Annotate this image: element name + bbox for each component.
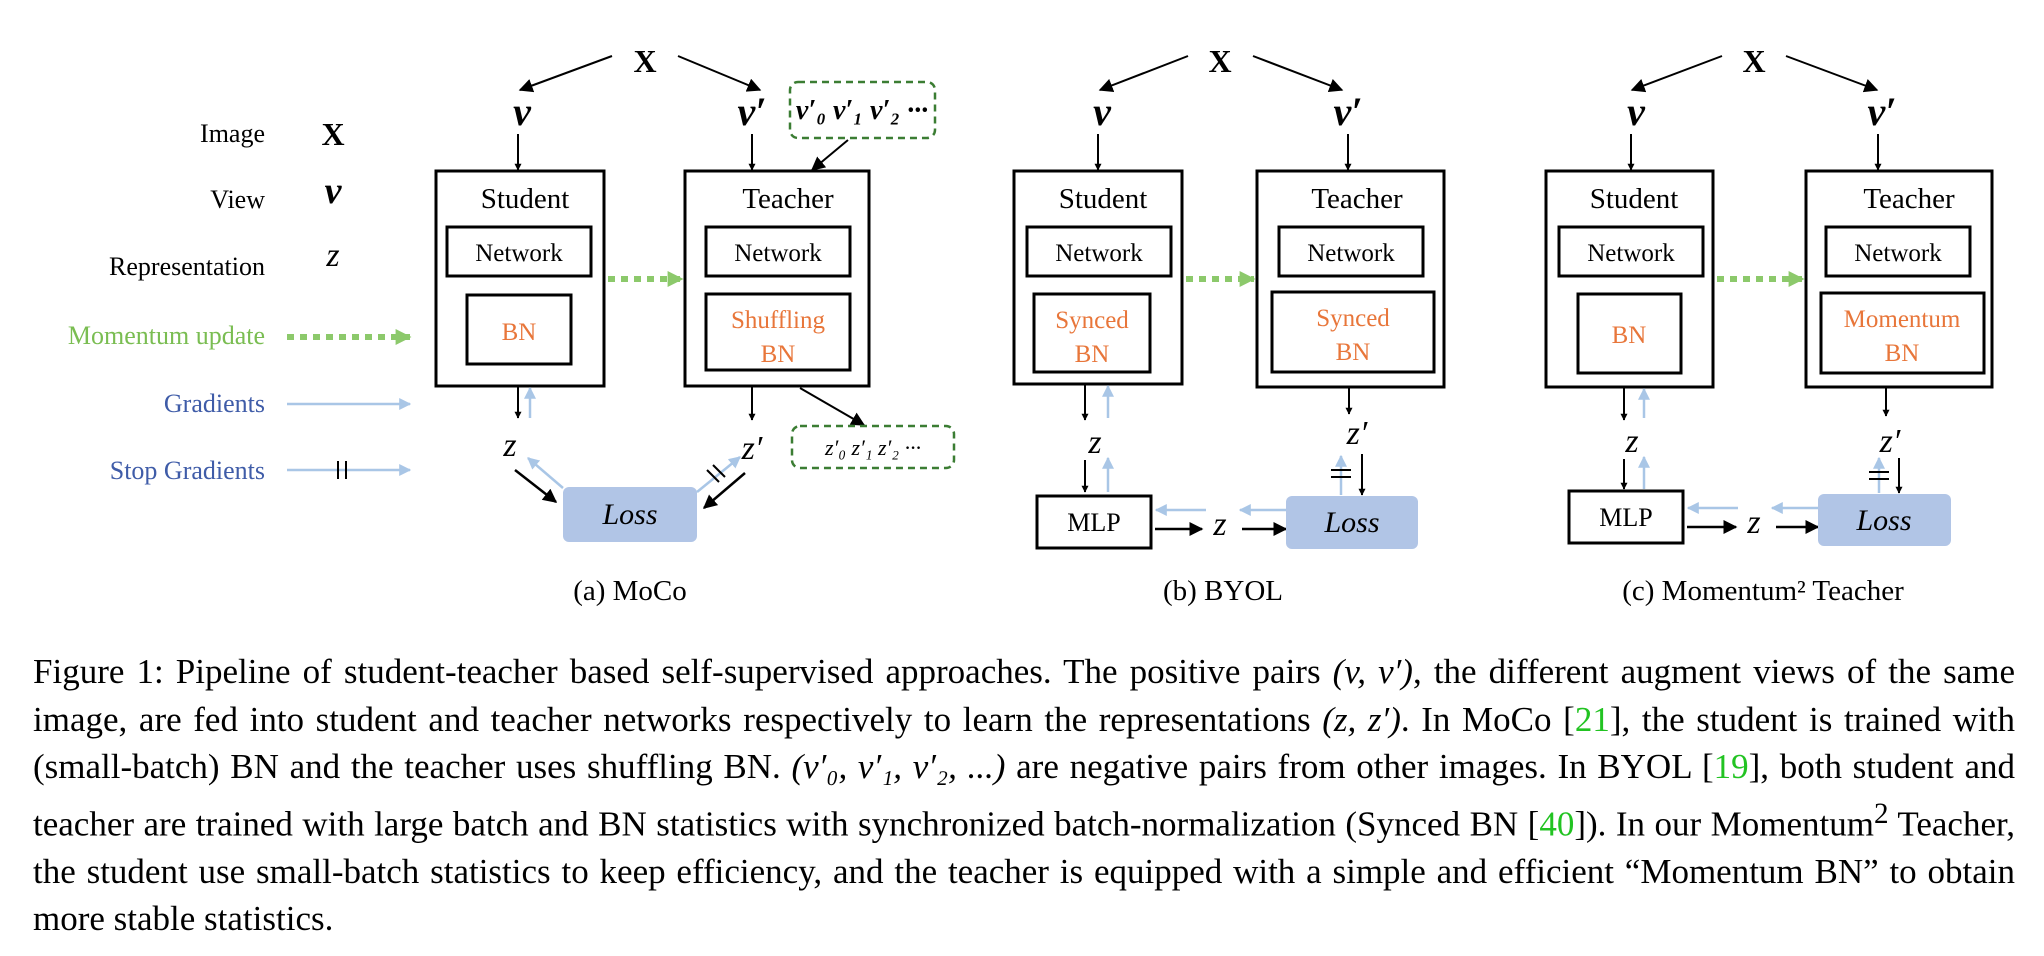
- moco-negative-reps: z′₀ z′₁ z′₂ ···: [824, 435, 921, 460]
- byol-teacher-network: [1277, 225, 1425, 278]
- byol-view-v: v: [1093, 89, 1112, 134]
- caption-superscript: 2: [1873, 797, 1889, 830]
- m2t-teacher-bn: [1819, 291, 1986, 375]
- byol-student-network-label: Network: [1055, 240, 1143, 267]
- m2t-teacher-bn-line2: BN: [1885, 340, 1920, 367]
- moco-z: z: [502, 427, 516, 464]
- m2t-student-bn: [1576, 292, 1683, 375]
- byol-input-x: X: [1208, 43, 1231, 79]
- caption-ref-moco[interactable]: 21: [1574, 699, 1610, 739]
- caption-math-negative-pairs: (v′₀, v′₁, v′₂, ...): [791, 747, 1006, 786]
- moco-negative-reps-box: [790, 424, 956, 470]
- byol-loss-label: Loss: [1323, 506, 1379, 539]
- moco-teacher-title: Teacher: [742, 183, 834, 215]
- m2t-subcaption: (c) Momentum² Teacher: [1622, 575, 1904, 607]
- m2t-mlp: [1567, 489, 1685, 545]
- caption-math-positive-pair: (v, v′): [1332, 652, 1413, 691]
- m2t-student-bn-label: BN: [1612, 322, 1647, 349]
- byol-student-bn-line2: BN: [1075, 341, 1110, 368]
- m2t-student-network: [1557, 225, 1705, 278]
- m2t-input-x: X: [1742, 43, 1765, 79]
- byol-teacher-network-label: Network: [1307, 240, 1395, 267]
- legend-image-label: Image: [200, 119, 265, 148]
- moco-student-title: Student: [481, 183, 570, 215]
- m2t-loss: [1818, 494, 1951, 546]
- caption-text-7: ]). In our Momentum: [1574, 804, 1874, 844]
- panel-byol: X v v′ Student Network Synced BN Teacher…: [1012, 43, 1446, 607]
- byol-z-mlp: z: [1212, 506, 1226, 543]
- figure-diagram: Image X View v Representation z Momentum…: [68, 43, 1994, 607]
- legend-representation-label: Representation: [109, 252, 265, 281]
- moco-negatives-box: [788, 80, 937, 140]
- legend-gradients-label: Gradients: [164, 389, 265, 418]
- caption-text-2: , the different augment views of the sam…: [33, 652, 2015, 739]
- m2t-student-title: Student: [1590, 183, 1679, 215]
- moco-student-network-label: Network: [475, 240, 563, 267]
- m2t-z-student: z: [1624, 423, 1638, 460]
- caption-text-8: Teacher, the student use small-batch sta…: [33, 804, 2015, 939]
- caption-ref-byol[interactable]: 19: [1713, 747, 1749, 786]
- moco-view-v-prime: v′: [737, 89, 766, 134]
- caption-text-5: are negative pairs from other images. In…: [1005, 747, 1714, 786]
- moco-view-v: v: [513, 89, 532, 134]
- moco-teacher-bn-line2: BN: [761, 341, 796, 368]
- moco-teacher-bn-line1: Shuffling: [731, 307, 825, 334]
- moco-input-x: X: [633, 43, 656, 79]
- moco-teacher-bn: [704, 292, 852, 372]
- panel-moco: X v v′ v′₀ v′₁ v′₂ ··· Student Network B…: [434, 43, 956, 607]
- m2t-view-v: v: [1627, 89, 1646, 134]
- m2t-teacher-title: Teacher: [1863, 183, 1955, 215]
- byol-view-v-prime: v′: [1333, 89, 1362, 134]
- m2t-student-network-label: Network: [1587, 240, 1675, 267]
- byol-student-bn-line1: Synced: [1055, 307, 1129, 334]
- moco-student-bn: [465, 293, 573, 366]
- legend-view-symbol: v: [325, 170, 343, 212]
- byol-student-title: Student: [1059, 183, 1148, 215]
- moco-negative-views: v′₀ v′₁ v′₂ ···: [796, 95, 928, 126]
- moco-z-prime: z′: [741, 430, 763, 467]
- caption-text-6: ], both student and teacher are trained …: [33, 747, 2015, 844]
- caption-ref-synced-bn[interactable]: 40: [1539, 804, 1575, 844]
- byol-student-bn: [1032, 292, 1152, 374]
- legend-view-label: View: [210, 185, 265, 214]
- moco-loss-label: Loss: [601, 498, 657, 531]
- legend-momentum-label: Momentum update: [68, 321, 265, 350]
- m2t-teacher-network-label: Network: [1854, 240, 1942, 267]
- caption-text-4: ], the student is trained with (small-ba…: [33, 699, 2016, 787]
- byol-teacher-title: Teacher: [1311, 183, 1403, 215]
- moco-loss: [563, 487, 697, 542]
- byol-mlp-label: MLP: [1067, 508, 1120, 537]
- panel-momentum2-teacher: X v v′ Student Network BN Teacher Networ…: [1544, 43, 1994, 607]
- caption-math-representations: (z, z′): [1322, 699, 1401, 739]
- m2t-teacher-network: [1824, 225, 1972, 278]
- moco-student-network: [445, 225, 593, 278]
- moco-teacher-network: [704, 225, 852, 278]
- moco-subcaption: (a) MoCo: [573, 575, 687, 607]
- byol-student-network: [1025, 225, 1173, 278]
- m2t-z-mlp: z: [1746, 504, 1760, 541]
- byol-teacher-bn-line1: Synced: [1316, 305, 1390, 332]
- byol-subcaption: (b) BYOL: [1163, 575, 1283, 607]
- m2t-loss-label: Loss: [1855, 504, 1911, 537]
- m2t-z-prime: z′: [1879, 423, 1901, 460]
- moco-teacher-network-label: Network: [734, 240, 822, 267]
- legend: Image X View v Representation z Momentum…: [68, 116, 412, 485]
- byol-teacher-bn-line2: BN: [1336, 339, 1371, 366]
- byol-loss: [1286, 496, 1418, 549]
- m2t-mlp-label: MLP: [1599, 503, 1652, 532]
- moco-student-bn-label: BN: [502, 319, 537, 346]
- legend-representation-symbol: z: [325, 237, 339, 274]
- byol-z-student: z: [1087, 424, 1101, 461]
- m2t-view-v-prime: v′: [1867, 89, 1896, 134]
- caption-text-3: . In MoCo [: [1400, 699, 1575, 739]
- m2t-teacher-bn-line1: Momentum: [1844, 306, 1961, 333]
- byol-z-prime: z′: [1346, 415, 1368, 452]
- byol-teacher-bn: [1270, 290, 1436, 374]
- legend-stop-gradients-label: Stop Gradients: [110, 456, 265, 485]
- figure-caption: Figure 1: Pipeline of student-teacher ba…: [33, 648, 2015, 943]
- caption-text-1: Figure 1: Pipeline of student-teacher ba…: [33, 652, 1333, 691]
- byol-mlp: [1035, 494, 1153, 550]
- legend-image-symbol: X: [321, 116, 344, 152]
